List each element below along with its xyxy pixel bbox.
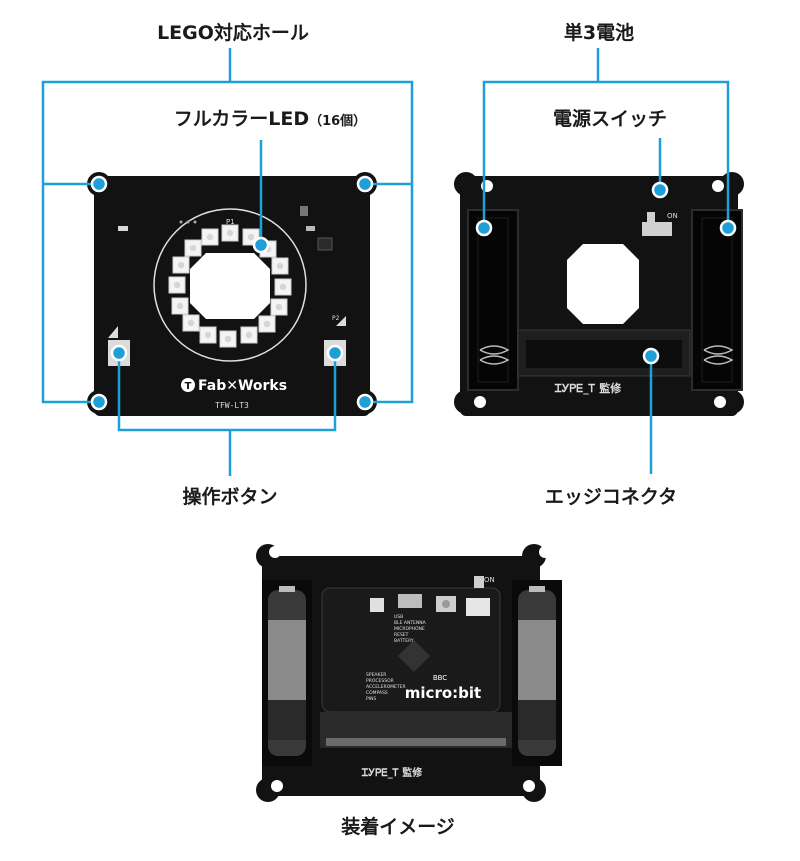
- switch-on-label: ON: [667, 212, 678, 220]
- battery-right: [512, 580, 562, 766]
- pin-label-p1: P1: [226, 218, 235, 226]
- back-board: ON ᏆᎩᏢᎬ_Ꭲ 監修: [454, 172, 744, 416]
- microbit-label: micro:bit: [405, 684, 481, 702]
- label-fullcolor-led-text: フルカラーLED: [173, 108, 310, 130]
- bbc-label: BBC: [433, 674, 447, 682]
- mb-label-mic: MICROPHONE: [394, 626, 425, 632]
- label-operation-buttons: 操作ボタン: [182, 486, 278, 508]
- pin-label-p2: P2: [332, 315, 340, 322]
- mb-label-ble: BLE ANTENNA: [394, 620, 427, 626]
- battery-left: [262, 580, 312, 766]
- front-board: P1 P2 T Fab✕Works TFW-LT3: [87, 172, 377, 416]
- label-power-switch: 電源スイッチ: [552, 108, 667, 130]
- label-aaa-battery: 単3電池: [563, 22, 635, 44]
- mb-label-pins: PINS: [366, 696, 376, 702]
- battery-holder-left: [467, 209, 519, 391]
- callout-dots: [90, 175, 737, 411]
- brand-logo-t: T: [185, 381, 192, 392]
- microbit: ON SPEAKER PROCESSOR ACCELEROMETER COMPA…: [321, 576, 501, 713]
- brand-name: Fab✕Works: [198, 378, 287, 394]
- mb-label-reset: RESET: [394, 632, 409, 638]
- model-number: TFW-LT3: [215, 401, 249, 410]
- label-mount-image: 装着イメージ: [341, 816, 455, 838]
- mb-label-battery: BATTERY: [394, 638, 414, 644]
- center-window: [190, 253, 270, 319]
- label-fullcolor-led: フルカラーLED（16個）: [150, 104, 390, 131]
- battery-holder-right: [691, 209, 743, 391]
- label-led-count: （16個）: [309, 114, 367, 129]
- type-t-label: ᏆᎩᏢᎬ_Ꭲ 監修: [555, 381, 623, 395]
- mount-on-label: ON: [484, 576, 495, 584]
- back-window: [567, 244, 639, 324]
- label-lego-holes: LEGO対応ホール: [157, 22, 309, 44]
- mb-label-compass: COMPASS: [366, 690, 388, 696]
- mb-label-accelerometer: ACCELEROMETER: [366, 684, 406, 690]
- mount-type-t-label: ᏆᎩᏢᎬ_Ꭲ 監修: [362, 766, 424, 779]
- mounted-board: ON SPEAKER PROCESSOR ACCELEROMETER COMPA…: [256, 544, 562, 802]
- label-edge-connector: エッジコネクタ: [544, 486, 678, 508]
- mb-label-speaker: SPEAKER: [366, 672, 386, 678]
- mb-label-processor: PROCESSOR: [366, 678, 394, 684]
- callout-lines: [41, 48, 730, 476]
- power-switch: [642, 222, 672, 236]
- mb-label-usb: USB: [394, 614, 403, 620]
